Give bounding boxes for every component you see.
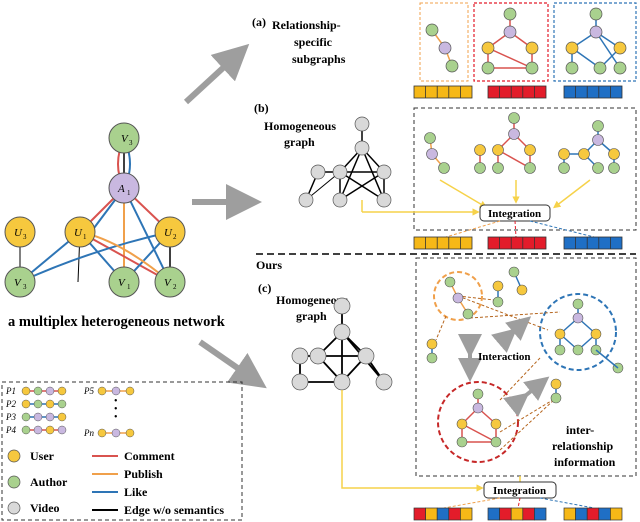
svg-text:inter-: inter-: [566, 423, 594, 437]
b-sub-orange: [424, 132, 450, 174]
svg-text:U: U: [164, 227, 173, 239]
node-u2: U 2: [154, 216, 186, 248]
svg-text:Pn: Pn: [83, 428, 94, 438]
vector-c-1: [413, 507, 473, 521]
svg-text:V: V: [118, 277, 126, 289]
svg-text:(b): (b): [254, 101, 269, 115]
svg-text:2: 2: [173, 233, 177, 241]
svg-text:Author: Author: [30, 475, 68, 489]
svg-text:graph: graph: [284, 135, 315, 149]
node-a1: A 1: [108, 172, 140, 204]
interaction-label: Interaction: [478, 351, 531, 363]
svg-text:1: 1: [127, 283, 131, 291]
svg-text:•: •: [114, 396, 118, 407]
b-sub-blue: [558, 120, 620, 174]
svg-text:Like: Like: [124, 485, 148, 499]
node-u3: U 3: [4, 216, 36, 248]
legend-node-video: Video: [7, 501, 60, 515]
vector-b-orange: [413, 236, 473, 250]
section-b: (b) Homogeneous graph: [254, 101, 637, 250]
svg-text:Relationship-: Relationship-: [272, 18, 341, 32]
svg-text:P3: P3: [5, 412, 16, 422]
node-v2: V 2: [154, 266, 186, 298]
vector-b-blue: [563, 236, 623, 250]
svg-text:3: 3: [23, 283, 27, 291]
node-v3-top: V 3: [108, 122, 140, 154]
legend-edge-publish: Publish: [92, 467, 163, 481]
svg-text:1: 1: [127, 189, 131, 197]
svg-text:Integration: Integration: [488, 208, 541, 220]
section-c: (c) Homogeneous graph: [258, 257, 637, 521]
svg-text:U: U: [14, 227, 23, 239]
svg-text:P1: P1: [5, 386, 16, 396]
homogeneous-graph-c: [291, 297, 393, 391]
svg-text:3: 3: [129, 139, 133, 147]
svg-text:Homogeneous: Homogeneous: [264, 119, 336, 133]
svg-text:•: •: [114, 412, 118, 423]
svg-text:V: V: [164, 277, 172, 289]
svg-text:Integration: Integration: [493, 485, 546, 497]
svg-text:•: •: [114, 404, 118, 415]
legend-node-user: User: [7, 449, 55, 463]
svg-text:information: information: [554, 455, 616, 469]
vector-c-3: [563, 507, 623, 521]
legend-paths: P1 P2 P3 P4 P5: [5, 386, 135, 438]
node-u1: U 1: [64, 216, 96, 248]
svg-text:Edge w/o semantics: Edge w/o semantics: [124, 503, 224, 517]
legend-edge-like: Like: [92, 485, 148, 499]
svg-text:1: 1: [83, 233, 87, 241]
section-a: (a) Relationship- specific subgraphs: [252, 2, 637, 99]
gray-arrows: [183, 43, 267, 389]
b-sub-red: [474, 112, 536, 174]
svg-text:Comment: Comment: [124, 449, 175, 463]
legend-node-author: Author: [7, 475, 68, 489]
svg-text:V: V: [14, 277, 22, 289]
svg-text:3: 3: [23, 233, 27, 241]
svg-text:relationship: relationship: [552, 439, 613, 453]
svg-text:2: 2: [173, 283, 177, 291]
svg-text:Video: Video: [30, 501, 60, 515]
vector-c-2: [487, 507, 547, 521]
svg-text:P4: P4: [5, 425, 16, 435]
ours-label: Ours: [256, 258, 282, 272]
node-v1: V 1: [108, 266, 140, 298]
svg-text:User: User: [30, 449, 55, 463]
vector-a-orange: [413, 85, 473, 99]
svg-text:Homogeneous: Homogeneous: [276, 293, 348, 307]
svg-text:(a): (a): [252, 15, 266, 29]
homogeneous-graph-b: [298, 116, 392, 208]
legend-edge-comment: Comment: [92, 449, 175, 463]
svg-text:A: A: [117, 183, 125, 195]
main-network: V 3 A 1 U 3 U 1 U 2 V 3 V: [4, 122, 226, 330]
svg-text:U: U: [74, 227, 83, 239]
node-v3-bottom: V 3: [4, 266, 36, 298]
svg-text:(c): (c): [258, 281, 271, 295]
svg-text:specific: specific: [294, 35, 333, 49]
main-caption: a multiplex heterogeneous network: [8, 314, 226, 330]
svg-text:P2: P2: [5, 399, 16, 409]
vector-b-red: [487, 236, 547, 250]
svg-text:graph: graph: [296, 309, 327, 323]
svg-text:V: V: [121, 133, 129, 145]
svg-text:P5: P5: [83, 386, 94, 396]
vector-a-red: [487, 85, 547, 99]
svg-text:subgraphs: subgraphs: [292, 52, 346, 66]
legend-edge-nosemantic: Edge w/o semantics: [92, 503, 224, 517]
legend: P1 P2 P3 P4 P5: [1, 381, 243, 521]
vector-a-blue: [563, 85, 623, 99]
svg-text:Publish: Publish: [124, 467, 163, 481]
